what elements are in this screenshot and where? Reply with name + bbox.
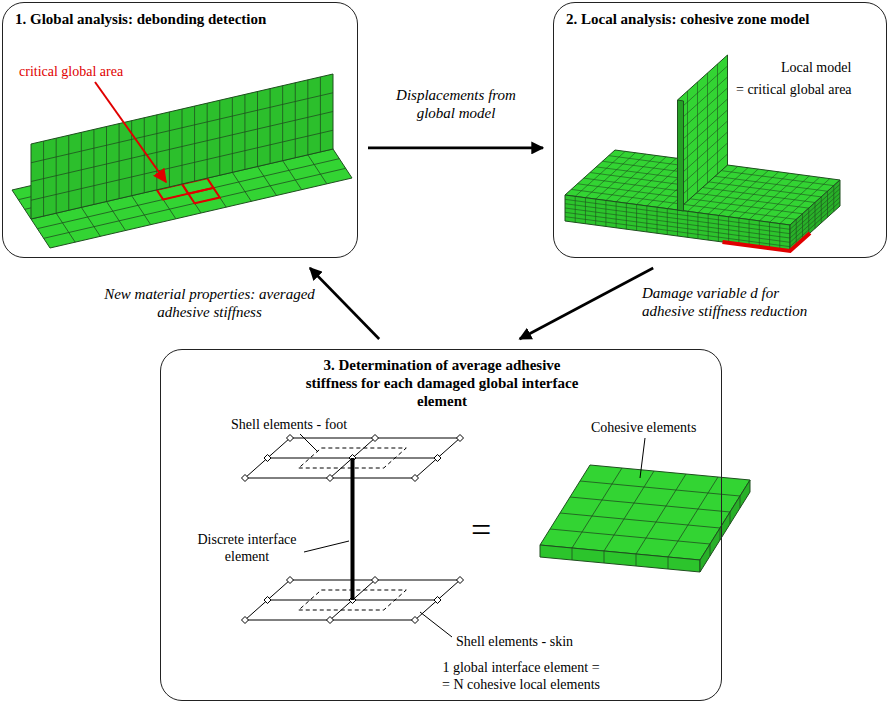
mesh-line xyxy=(565,212,790,242)
shell-node xyxy=(327,475,334,482)
local-stiffener-mesh xyxy=(678,64,728,201)
mesh-line xyxy=(790,193,840,238)
local-side-mesh xyxy=(790,184,840,246)
cohesive-front xyxy=(540,545,700,572)
mesh-line xyxy=(678,99,728,144)
part-label: Cohesive elements xyxy=(591,419,696,436)
flow-arrow xyxy=(520,268,654,339)
shell-node xyxy=(434,455,441,462)
mesh-line xyxy=(668,557,669,569)
leader-line xyxy=(640,438,645,478)
shell-node xyxy=(434,597,441,604)
mesh-line xyxy=(572,468,622,548)
local-stiffener xyxy=(678,55,728,210)
critical-pointer xyxy=(95,82,166,182)
mesh-line xyxy=(730,512,731,524)
shell-node xyxy=(264,597,271,604)
damage-front xyxy=(723,233,811,251)
part-label: Shell elements - foot xyxy=(231,416,347,433)
edge-label: Damage variable d for adhesive stiffness… xyxy=(640,284,834,320)
mesh-line xyxy=(678,154,728,199)
mesh-line xyxy=(790,202,840,247)
stiffener-plate xyxy=(31,74,333,219)
process-box: 1. Global analysis: debonding detection c… xyxy=(2,2,358,258)
mesh-line xyxy=(678,121,728,166)
leader-line xyxy=(420,612,452,637)
mesh-line xyxy=(565,217,790,247)
mesh-line xyxy=(790,184,840,229)
callout-label: critical global area xyxy=(19,63,123,80)
shell-node xyxy=(457,577,464,584)
mesh-line xyxy=(570,497,730,512)
mesh-line xyxy=(31,130,333,200)
mesh-line xyxy=(790,197,840,242)
mesh-line xyxy=(740,496,741,508)
equivalence-note: = N cohesive local elements xyxy=(421,676,621,693)
mesh-line xyxy=(678,88,728,133)
mesh-line xyxy=(560,513,720,528)
shell-node xyxy=(264,455,271,462)
shell-node xyxy=(242,617,249,624)
stiffener-mesh xyxy=(31,77,333,216)
mesh-line xyxy=(678,66,728,111)
note-label: Local model xyxy=(781,59,851,76)
edge-label: New material properties: averaged adhesi… xyxy=(95,285,324,321)
shell-node xyxy=(242,475,249,482)
mesh-line xyxy=(668,477,718,557)
mesh-line xyxy=(678,77,728,122)
equals-sign: = xyxy=(471,510,491,550)
equivalence-note: 1 global interface element = xyxy=(421,659,621,676)
mesh-line xyxy=(678,132,728,177)
mesh-line xyxy=(720,528,721,540)
shell-node xyxy=(287,577,294,584)
box-title: 1. Global analysis: debonding detection xyxy=(15,10,266,28)
mesh-line xyxy=(604,471,654,551)
process-box: 2. Local analysis: cohesive zone modelLo… xyxy=(553,2,887,258)
box-title: 3. Determination of average adhesive sti… xyxy=(301,356,583,410)
mesh-line xyxy=(572,548,573,560)
mesh-line xyxy=(31,93,333,163)
edge-label: Displacements from global model xyxy=(393,86,519,122)
shell-node xyxy=(372,435,379,442)
local-flange-side xyxy=(790,180,840,251)
shell-node xyxy=(412,475,419,482)
shell-node xyxy=(412,617,419,624)
process-box: 3. Determination of average adhesive sti… xyxy=(160,349,722,701)
mesh-line xyxy=(604,551,605,563)
critical-cell xyxy=(188,188,220,203)
local-stiffener-edge xyxy=(678,100,684,211)
shell-node xyxy=(372,577,379,584)
leader-line xyxy=(304,541,349,552)
mesh-line xyxy=(550,529,710,544)
interface-element xyxy=(351,458,355,600)
part-label: Shell elements - skin xyxy=(456,633,573,650)
mesh-line xyxy=(678,143,728,188)
box-title: 2. Local analysis: cohesive zone model xyxy=(566,10,809,28)
shell-node xyxy=(457,435,464,442)
mesh-line xyxy=(636,554,637,566)
leader-line xyxy=(300,434,318,452)
mesh-line xyxy=(565,208,790,238)
mesh-line xyxy=(678,110,728,155)
flow-arrow xyxy=(368,147,543,150)
mesh-line xyxy=(580,481,740,496)
note-label: = critical global area xyxy=(736,81,852,98)
cohesive-top xyxy=(540,465,750,560)
cohesive-mesh xyxy=(550,468,740,569)
mesh-line xyxy=(710,544,711,556)
part-label: Discrete interface element xyxy=(191,531,303,565)
shell-node xyxy=(327,617,334,624)
shell-node xyxy=(287,435,294,442)
mesh-line xyxy=(790,189,840,234)
mesh-line xyxy=(636,474,686,554)
mesh-line xyxy=(31,112,333,182)
